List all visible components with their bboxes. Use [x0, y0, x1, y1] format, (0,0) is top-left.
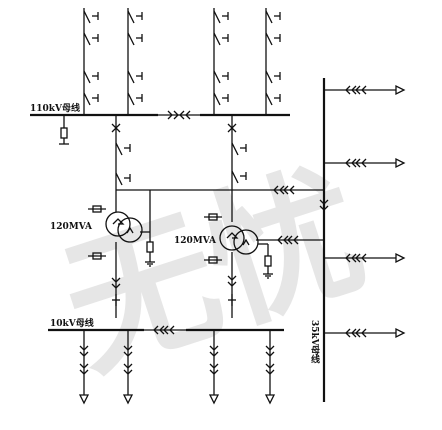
feeders-10kv	[79, 330, 275, 404]
tx2-mv-connection	[256, 235, 324, 245]
tx1-mv-connection	[150, 185, 324, 195]
bus-10kv-sectionalizer	[144, 325, 186, 335]
label-bus-10kv: 10kV母线	[50, 319, 94, 329]
label-bus-110kv: 110kV母线	[30, 104, 81, 114]
incoming-line-2	[127, 8, 143, 115]
transformer-1-neutral	[140, 190, 156, 267]
transformer-2-hv-branch	[227, 115, 247, 222]
incoming-line-3	[213, 8, 229, 115]
label-transformer-1: 120MVA	[50, 222, 93, 232]
feeders-35kv	[324, 85, 405, 338]
transformer-2-lv-branch	[204, 252, 237, 318]
label-bus-35kv: 35kV母线	[309, 320, 319, 364]
transformer-1-hv-branch	[111, 115, 150, 212]
bus-110kv-sectionalizer	[158, 110, 200, 120]
incoming-line-4	[265, 8, 281, 115]
transformer-2	[204, 213, 259, 255]
incoming-line-1	[83, 8, 99, 115]
transformer-1	[88, 205, 143, 243]
transformer-2-neutral	[258, 243, 274, 279]
label-transformer-2: 120MVA	[174, 236, 217, 246]
bus-110kv-pt	[58, 115, 70, 145]
transformer-1-lv-branch	[88, 242, 121, 318]
